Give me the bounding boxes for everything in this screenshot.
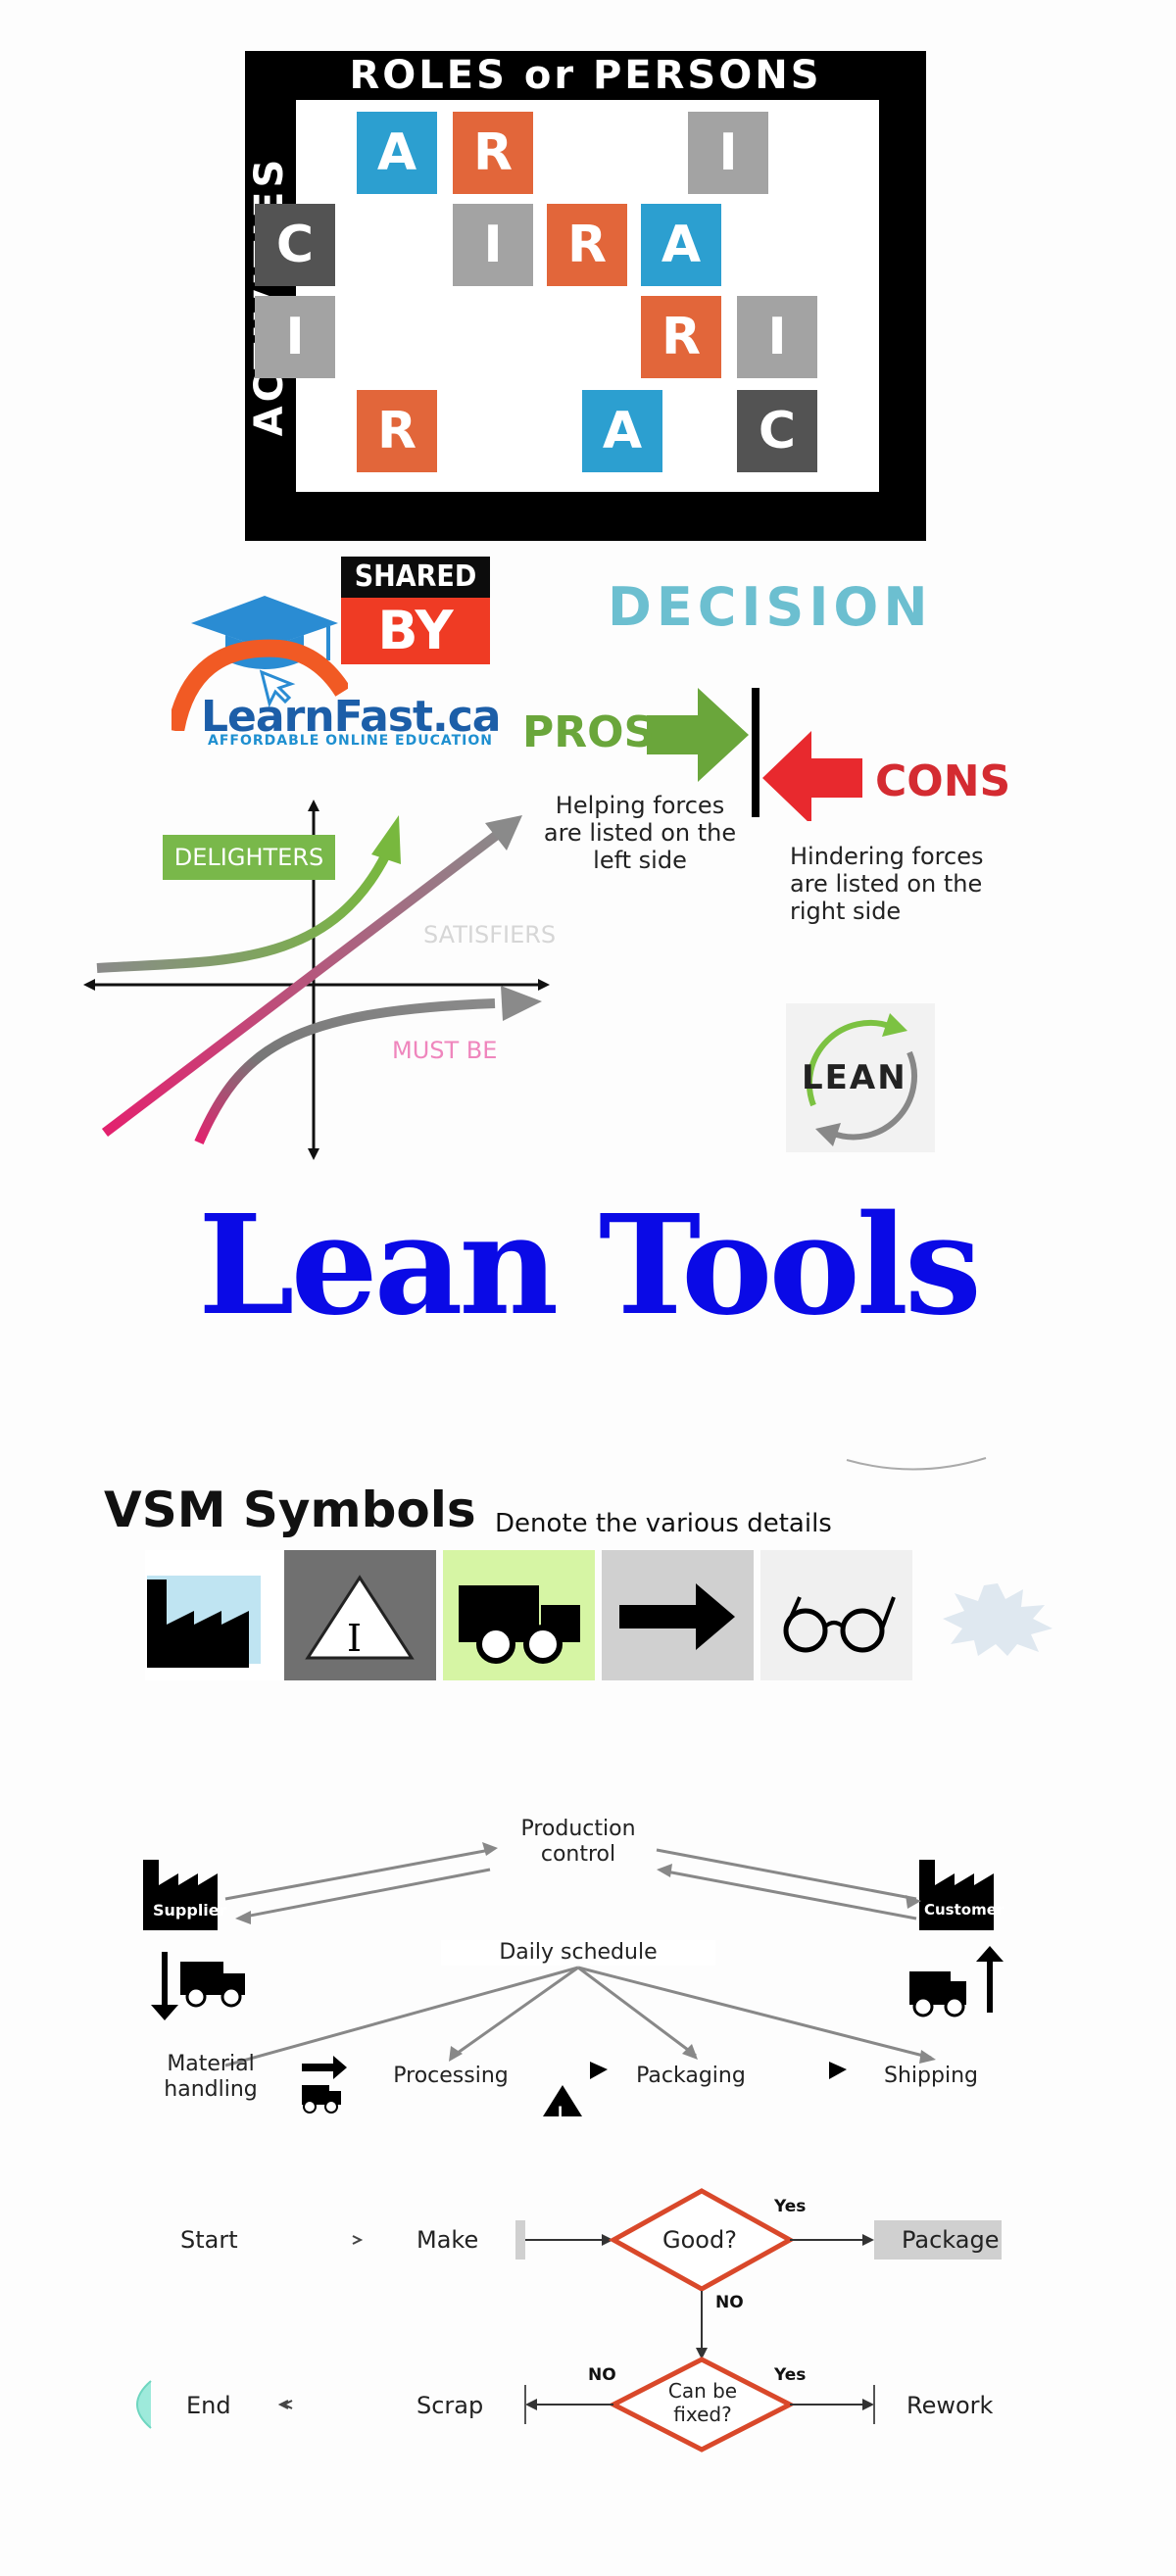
raci-tile-r: R <box>357 390 437 472</box>
raci-top-title: ROLES or PERSONS <box>349 53 822 98</box>
cons-note: Hindering forces are listed on the right… <box>790 843 984 925</box>
raci-tile-c: C <box>255 204 335 286</box>
raci-tile-a: A <box>641 204 721 286</box>
force-field-arrows <box>647 688 862 821</box>
truck-icon <box>443 1550 595 1680</box>
decision-divider <box>752 688 760 817</box>
scrap-label: Scrap <box>416 2392 484 2419</box>
kano-diagram <box>83 800 550 1160</box>
supplier-label: Supplier <box>153 1901 227 1920</box>
page-headline: Lean Tools <box>198 1186 982 1346</box>
decision-title: DECISION <box>608 576 933 638</box>
yes-label-1: Yes <box>774 2197 807 2216</box>
flowchart-diagram <box>136 2188 1002 2453</box>
vsm-map-diagram <box>143 1842 1004 2116</box>
daily-schedule-label: Daily schedule <box>441 1940 715 1966</box>
push-arrow-icon <box>602 1550 754 1680</box>
packaging-label: Packaging <box>636 2064 746 2088</box>
processing-label: Processing <box>393 2064 509 2088</box>
inventory-map-letter: I <box>558 2105 564 2120</box>
production-control-label: Production control <box>520 1817 636 1867</box>
good-decision-diamond <box>608 2188 796 2292</box>
must-be-label: MUST BE <box>392 1037 498 1064</box>
by-label: BY <box>341 598 490 664</box>
delighters-curve <box>96 850 392 973</box>
lean-cycle-icon <box>786 1003 935 1152</box>
raci-matrix: ROLES or PERSONS ACTIVITIES ARICIRAIRIRA… <box>245 51 926 541</box>
raci-tile-i: I <box>737 296 817 378</box>
raci-tile-i: I <box>255 296 335 378</box>
raci-tile-a: A <box>582 390 662 472</box>
raci-tile-r: R <box>641 296 721 378</box>
raci-tile-i: I <box>688 112 768 194</box>
lean-logo-text: LEAN <box>802 1058 907 1097</box>
raci-tile-i: I <box>453 204 533 286</box>
package-box <box>874 2220 1002 2260</box>
decorative-arc <box>846 1457 987 1471</box>
material-handling-label: Material handling <box>164 2052 258 2102</box>
no-label-1: NO <box>715 2293 744 2312</box>
go-see-glasses-icon <box>760 1550 912 1680</box>
yes-label-2: Yes <box>774 2365 807 2385</box>
raci-tile-r: R <box>453 112 533 194</box>
shipping-label: Shipping <box>884 2064 978 2088</box>
supplier-factory-icon <box>143 1860 218 1930</box>
satisfiers-curve <box>101 825 509 1137</box>
good-label: Good? <box>662 2226 737 2254</box>
customer-factory-icon <box>919 1860 994 1930</box>
raci-tile-a: A <box>357 112 437 194</box>
pros-note: Helping forces are listed on the left si… <box>543 792 737 874</box>
cons-arrow-icon <box>762 731 862 821</box>
raci-tile-c: C <box>737 390 817 472</box>
package-label: Package <box>902 2226 1000 2254</box>
delighters-label: DELIGHTERS <box>163 835 335 880</box>
shared-by-badge: SHARED BY <box>341 557 490 664</box>
can-be-fixed-label: Can be fixed? <box>667 2379 738 2426</box>
learnfast-logo-text: LearnFast.ca <box>201 692 501 742</box>
learnfast-tagline: AFFORDABLE ONLINE EDUCATION <box>208 733 493 749</box>
vsm-subtitle: Denote the various details <box>495 1509 832 1538</box>
vsm-title: VSM Symbols <box>104 1482 476 1538</box>
kaizen-burst-icon <box>943 1583 1053 1656</box>
can-be-fixed-diamond <box>608 2357 796 2453</box>
must-be-curve <box>194 998 496 1145</box>
make-label: Make <box>416 2226 479 2254</box>
end-label: End <box>186 2392 231 2419</box>
inventory-letter: I <box>347 1617 363 1660</box>
start-label: Start <box>180 2226 238 2254</box>
pros-label: PROS <box>522 707 656 757</box>
satisfiers-label: SATISFIERS <box>423 921 557 948</box>
graduation-cap-icon <box>172 596 348 731</box>
pros-arrow-icon <box>647 688 749 782</box>
factory-icon <box>145 1550 297 1680</box>
rework-label: Rework <box>906 2392 994 2419</box>
customer-label: Customer <box>924 1901 1004 1919</box>
inventory-icon: I <box>284 1550 436 1680</box>
cons-label: CONS <box>875 756 1011 806</box>
no-label-2: NO <box>588 2365 616 2385</box>
shared-label: SHARED <box>341 557 490 598</box>
raci-tile-r: R <box>547 204 627 286</box>
